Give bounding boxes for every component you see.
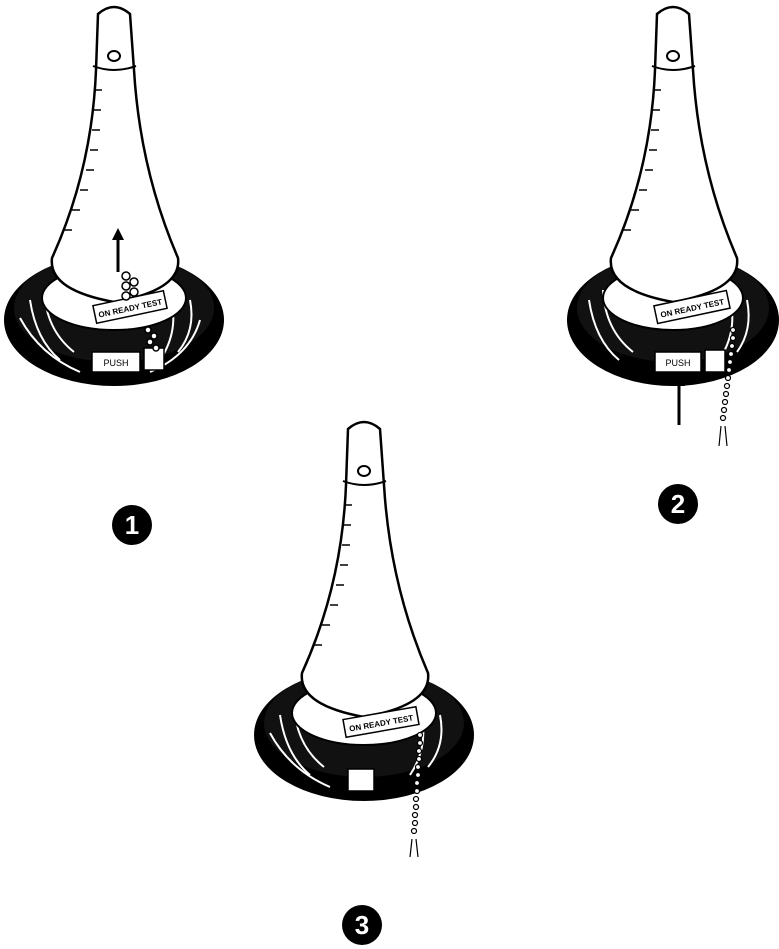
beacon-step-1: ON READY TEST PUSH [0, 0, 240, 440]
push-button-label: PUSH [665, 358, 690, 368]
push-button-icon [705, 350, 725, 372]
step-number-icon: 2 [658, 484, 698, 524]
beacon-body: ON READY TEST PUSH [4, 7, 224, 386]
step-number-icon: 3 [342, 905, 382, 945]
push-button-icon [348, 769, 374, 791]
beacon-body: ON READY TEST [254, 422, 474, 801]
beacon-step-2: ON READY TEST PUSH [555, 0, 779, 460]
beacon-body: ON READY TEST PUSH [567, 7, 779, 386]
step-number-icon: 1 [112, 505, 152, 545]
push-button-label: PUSH [103, 358, 128, 368]
push-button-icon [144, 348, 164, 370]
beacon-step-3: ON READY TEST [240, 415, 480, 875]
